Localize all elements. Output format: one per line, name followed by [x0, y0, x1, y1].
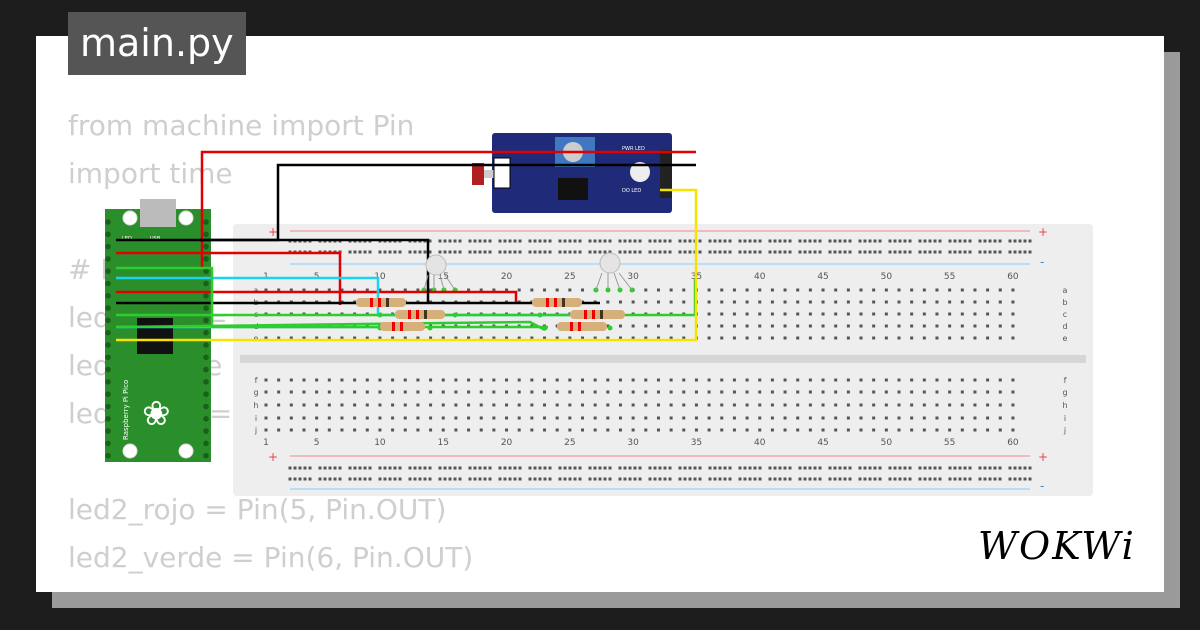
row-letter: d: [1062, 322, 1067, 331]
row-letter: j: [254, 426, 257, 435]
code-line: led2_verde = Pin(6, Pin.OUT): [68, 541, 474, 574]
rail-plus-top-left: +: [268, 225, 278, 239]
row-letter: f: [1064, 376, 1067, 385]
column-number: 55: [944, 438, 955, 448]
code-line: led2_rojo = Pin(5, Pin.OUT): [68, 493, 447, 526]
column-number: 45: [817, 438, 828, 448]
row-letter: h: [1062, 401, 1067, 410]
row-letter: h: [253, 401, 258, 410]
column-number: 20: [501, 438, 513, 448]
row-letter: g: [253, 388, 258, 397]
rail-plus-bottom-left: +: [268, 450, 278, 464]
code-line: from machine import Pin: [68, 109, 415, 142]
light-sensor-module: PWR LED DO LED: [472, 133, 672, 213]
column-number: 35: [691, 438, 702, 448]
row-letter: a: [1063, 286, 1068, 295]
row-letter: e: [1063, 334, 1068, 343]
column-number: 50: [881, 272, 893, 282]
rgb-led-2: [595, 252, 633, 291]
column-number: 15: [438, 272, 449, 282]
column-number: 60: [1007, 272, 1019, 282]
resistors: [356, 298, 625, 331]
wokwi-logo: WOKWi: [978, 524, 1136, 568]
card-shadow-right: [1164, 52, 1180, 608]
column-number: 30: [627, 272, 639, 282]
column-number: 40: [754, 438, 766, 448]
column-number: 5: [314, 438, 320, 448]
column-number: 60: [1007, 438, 1019, 448]
breadboard-center-channel: [240, 355, 1086, 363]
row-letter: j: [1063, 426, 1066, 435]
code-line: import time: [68, 157, 233, 190]
row-letter: a: [254, 286, 259, 295]
wires: [115, 150, 698, 342]
column-number: 1: [263, 438, 269, 448]
rail-minus-top-right: -: [1040, 255, 1044, 269]
column-number: 25: [564, 272, 575, 282]
row-letter: e: [254, 334, 259, 343]
column-number: 40: [754, 272, 766, 282]
raspberry-pi-pico: Raspberry Pi Pico LED USB ❀: [105, 199, 211, 462]
file-tab[interactable]: main.py: [68, 12, 246, 75]
sensor-do-label: DO LED: [622, 188, 641, 194]
column-number: 50: [881, 438, 893, 448]
row-letter: g: [1062, 388, 1067, 397]
column-number: 55: [944, 272, 955, 282]
card-shadow-bottom: [52, 592, 1180, 608]
column-number: 45: [817, 272, 828, 282]
column-number: 10: [374, 272, 386, 282]
row-letter: i: [255, 414, 257, 423]
rgb-led-1: [423, 254, 456, 291]
column-number: 25: [564, 438, 575, 448]
rail-plus-top-right: +: [1038, 225, 1048, 239]
pico-label: Raspberry Pi Pico: [122, 380, 130, 440]
sensor-pwr-label: PWR LED: [622, 146, 645, 152]
column-number: 15: [438, 438, 449, 448]
rail-plus-bottom-right: +: [1038, 450, 1048, 464]
row-letter: f: [255, 376, 258, 385]
column-number: 20: [501, 272, 513, 282]
pico-raspberry-icon: ❀: [142, 394, 171, 434]
column-number: 10: [374, 438, 386, 448]
code-line: led2_azul = Pin(7, Pin.OUT): [68, 582, 473, 592]
row-letter: i: [1064, 414, 1066, 423]
rail-minus-bottom-right: -: [1040, 479, 1044, 493]
column-number: 30: [627, 438, 639, 448]
row-letter: b: [1062, 298, 1067, 307]
row-letter: c: [1063, 310, 1067, 319]
